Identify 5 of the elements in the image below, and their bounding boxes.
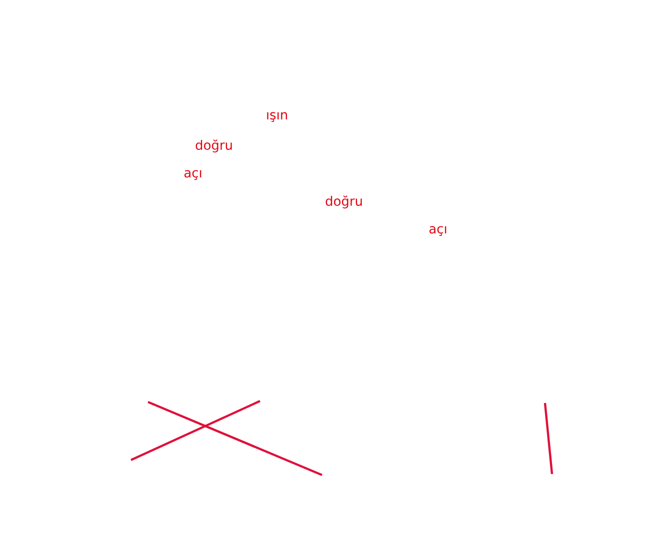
word-label: açı bbox=[429, 226, 446, 236]
word-label: ışın bbox=[267, 112, 287, 122]
word-label: doğru bbox=[196, 140, 232, 152]
word-label: açı bbox=[184, 170, 202, 180]
word-label: doğru bbox=[326, 196, 362, 208]
